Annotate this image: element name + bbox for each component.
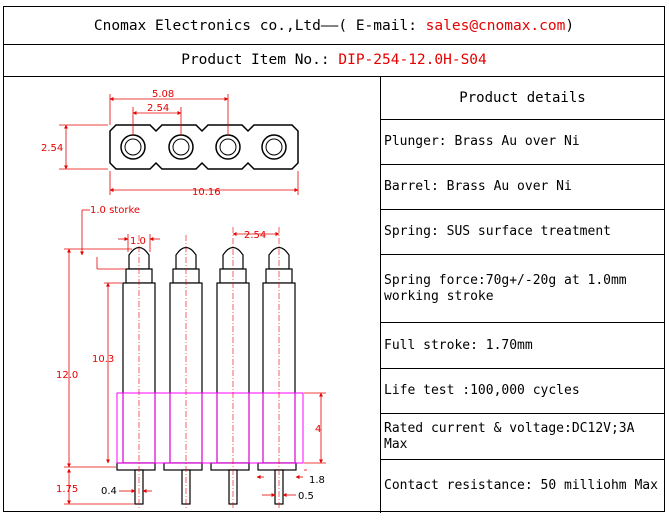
dim-body-height: 10.3 xyxy=(92,354,114,365)
dim-tip: 1.0 xyxy=(130,236,146,247)
product-item-label: Product Item No.: xyxy=(181,52,339,68)
dim-pin-dia: 0.5 xyxy=(298,491,314,502)
drawing-svg: 5.08 2.54 2.54 10.16 1.0 storke xyxy=(41,89,326,509)
details-title: Product details xyxy=(381,77,664,120)
detail-spring: Spring: SUS surface treatment xyxy=(381,210,664,255)
detail-barrel: Barrel: Brass Au over Ni xyxy=(381,165,664,210)
detail-life-test: Life test :100,000 cycles xyxy=(381,369,664,414)
dim-length: 10.16 xyxy=(192,187,221,198)
side-dimensions xyxy=(64,232,326,505)
dim-tail-dia: 0.4 xyxy=(101,486,117,497)
email-link[interactable]: sales@cnomax.com xyxy=(425,17,566,34)
email-label: ( E-mail: xyxy=(338,17,426,34)
header-dashes: —— xyxy=(320,17,339,34)
dim-insulator-height: 4 xyxy=(315,424,321,435)
header-row: Cnomax Electronics co.,Ltd——( E-mail: sa… xyxy=(4,7,664,45)
product-item-row: Product Item No.: DIP-254-12.0H-S04 xyxy=(4,44,664,77)
detail-plunger: Plunger: Brass Au over Ni xyxy=(381,120,664,165)
product-details: Product details Plunger: Brass Au over N… xyxy=(381,77,664,513)
stroke-note: 1.0 storke xyxy=(90,205,140,216)
header-close: ) xyxy=(565,17,575,34)
pins-side-view xyxy=(116,246,297,505)
technical-drawing: 5.08 2.54 2.54 10.16 1.0 storke xyxy=(4,77,381,513)
company-name: Cnomax Electronics co.,Ltd xyxy=(93,17,321,34)
product-item-value: DIP-254-12.0H-S04 xyxy=(338,52,487,68)
insulator xyxy=(116,392,304,464)
detail-spring-force: Spring force:70g+/-20g at 1.0mm working … xyxy=(381,255,664,323)
detail-full-stroke: Full stroke: 1.70mm xyxy=(381,323,664,369)
dim-pitch-side: 2.54 xyxy=(244,230,266,241)
dim-pitch-double: 5.08 xyxy=(152,89,174,100)
dim-flange: 1.8 xyxy=(309,475,325,486)
dim-height-top: 2.54 xyxy=(41,143,63,154)
dim-pitch: 2.54 xyxy=(147,103,169,114)
detail-contact-resistance: Contact resistance: 50 milliohm Max xyxy=(384,478,658,493)
detail-rated-current: Rated current & voltage:DC12V;3A Max xyxy=(381,414,664,460)
top-view xyxy=(109,124,299,170)
dim-tail-length: 1.75 xyxy=(56,484,78,495)
spec-sheet: Cnomax Electronics co.,Ltd——( E-mail: sa… xyxy=(3,6,665,513)
dim-total-height: 12.0 xyxy=(56,370,78,381)
top-dimensions xyxy=(59,94,299,195)
